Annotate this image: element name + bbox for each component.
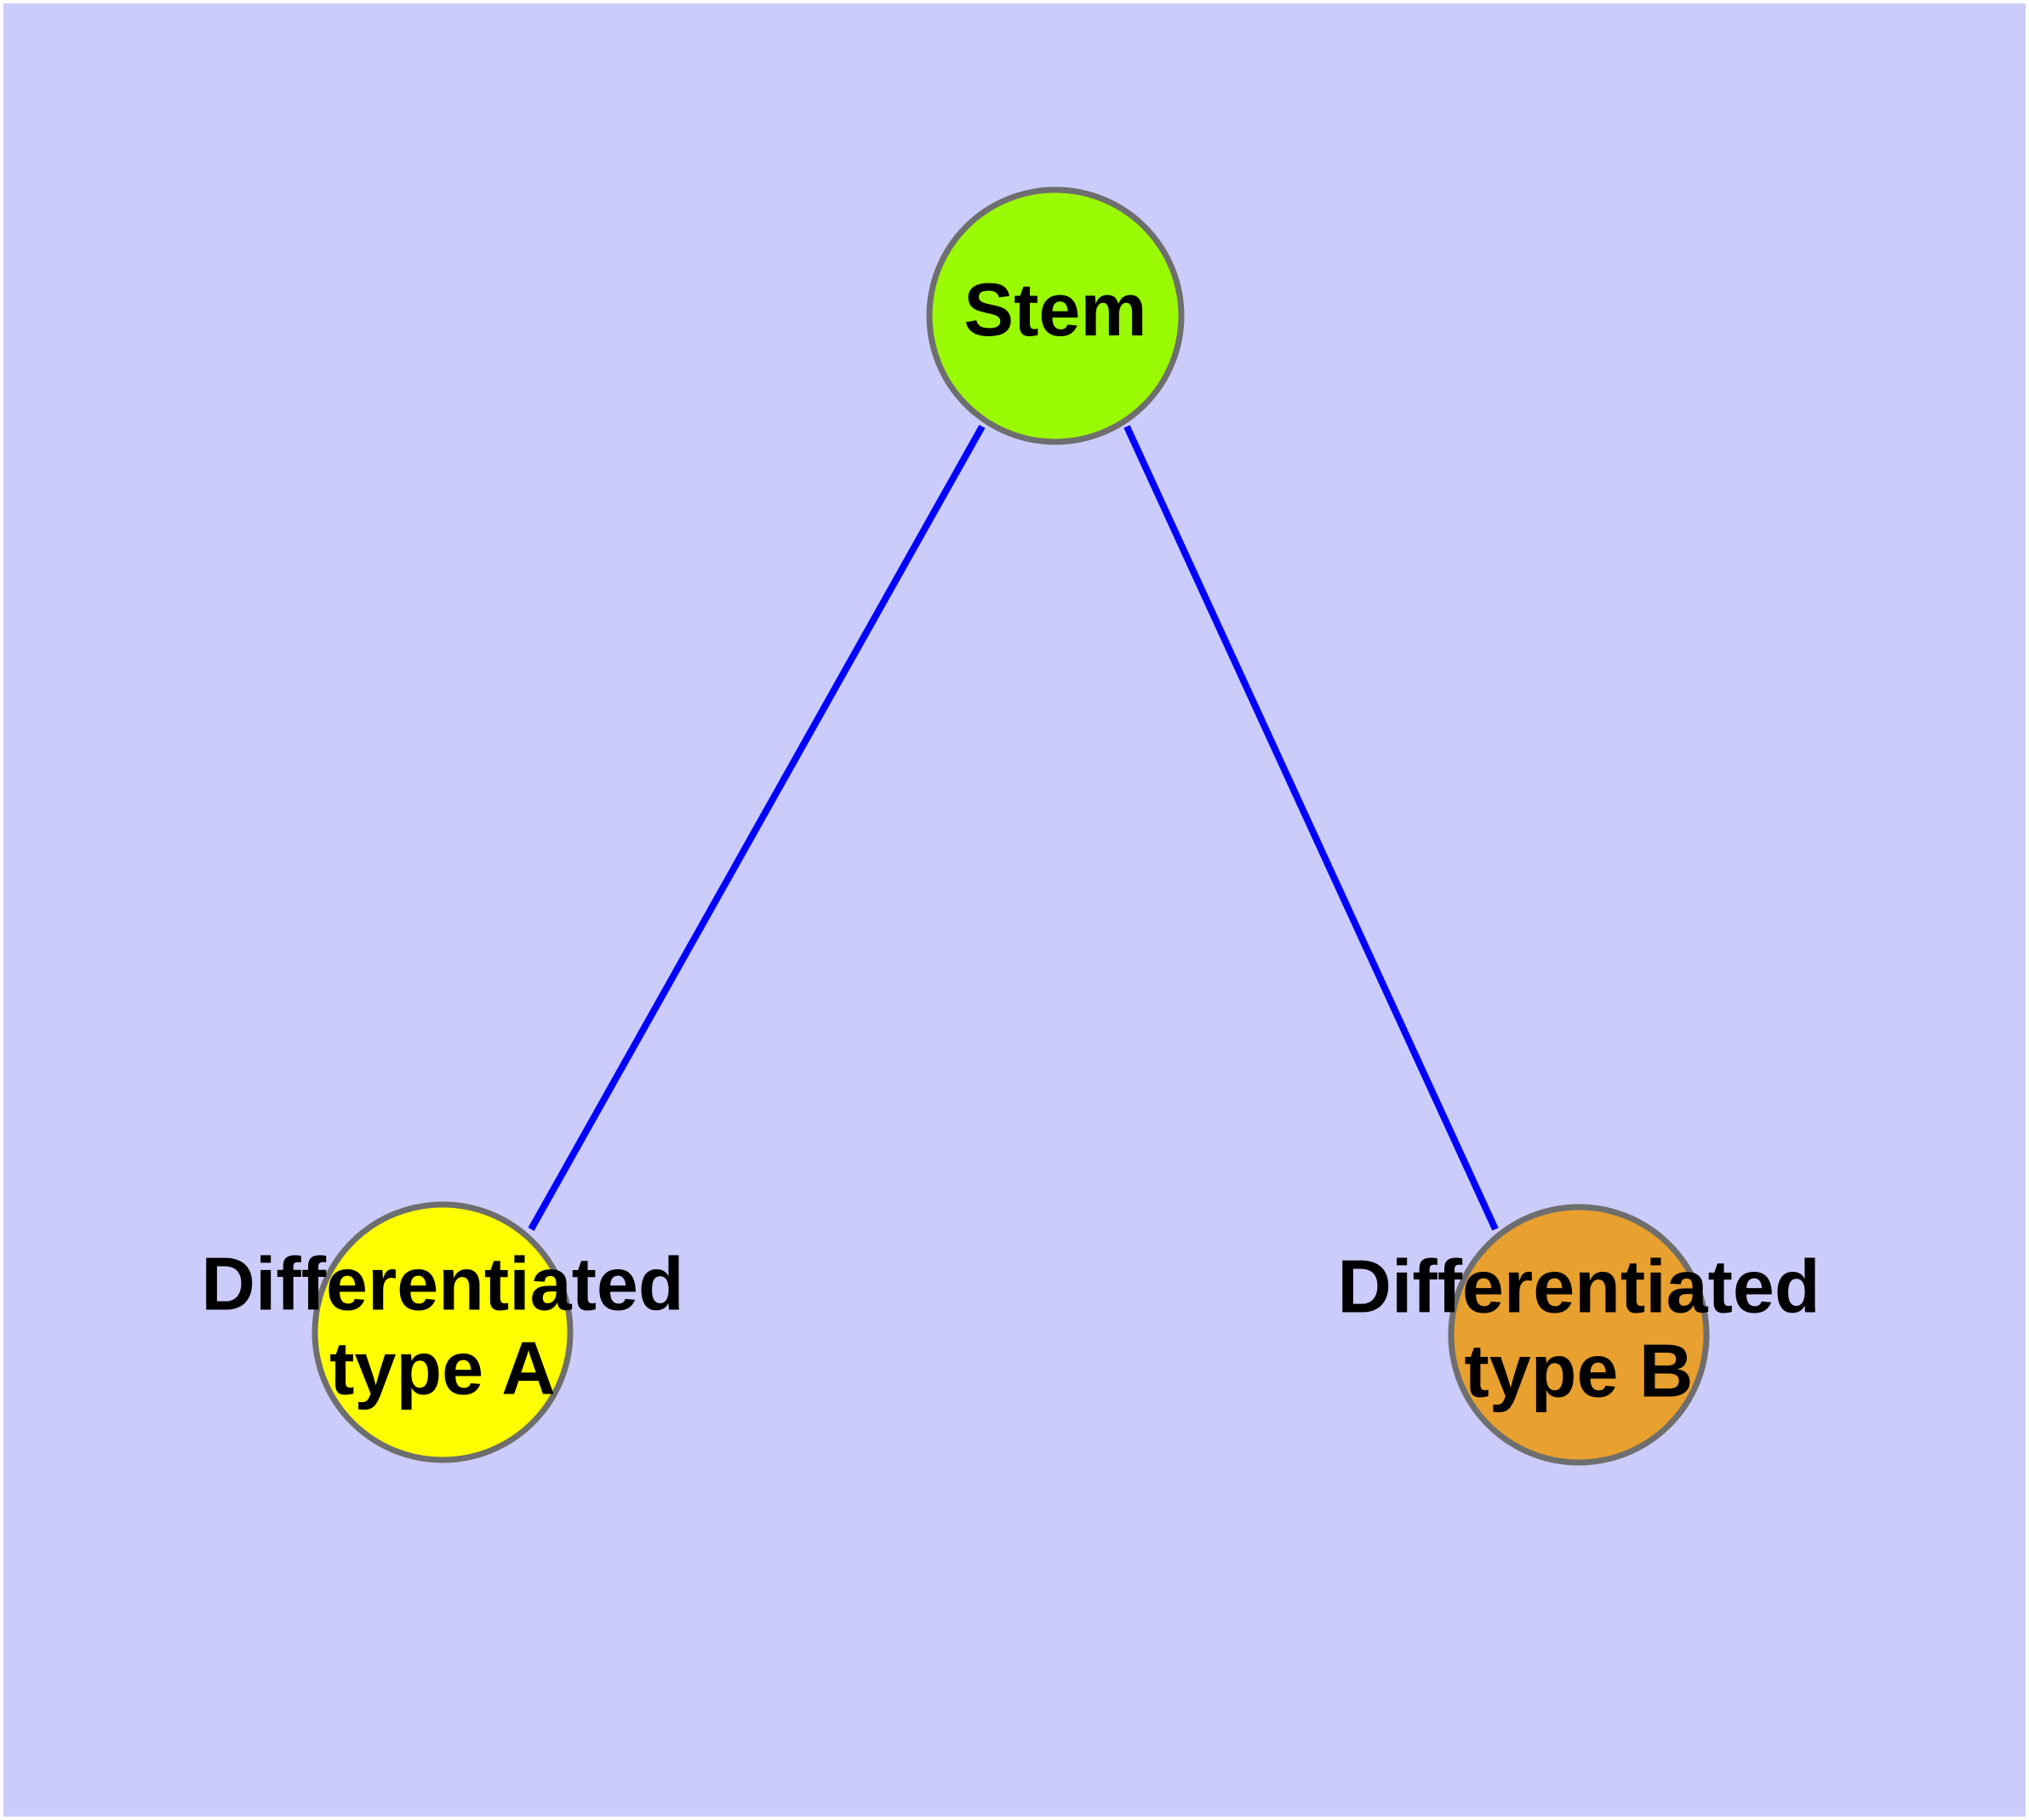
graph-node-label-stem: Stem [963, 267, 1146, 352]
graph-node-diff_b[interactable] [1448, 1204, 1710, 1466]
graph-node-stem[interactable] [926, 186, 1185, 445]
label-line: Differentiated [201, 1242, 683, 1326]
graph-edge-stem-diff_a[interactable] [528, 425, 986, 1231]
label-line: type B [1465, 1329, 1694, 1413]
label-line: type A [329, 1326, 556, 1411]
label-line: Differentiated [1337, 1245, 1820, 1329]
label-line: Stem [963, 267, 1146, 352]
nodes-layer [311, 186, 1710, 1466]
graph-edge-stem-diff_b[interactable] [1123, 425, 1499, 1231]
graph-node-diff_a[interactable] [311, 1201, 574, 1463]
edges-layer [528, 425, 1499, 1231]
